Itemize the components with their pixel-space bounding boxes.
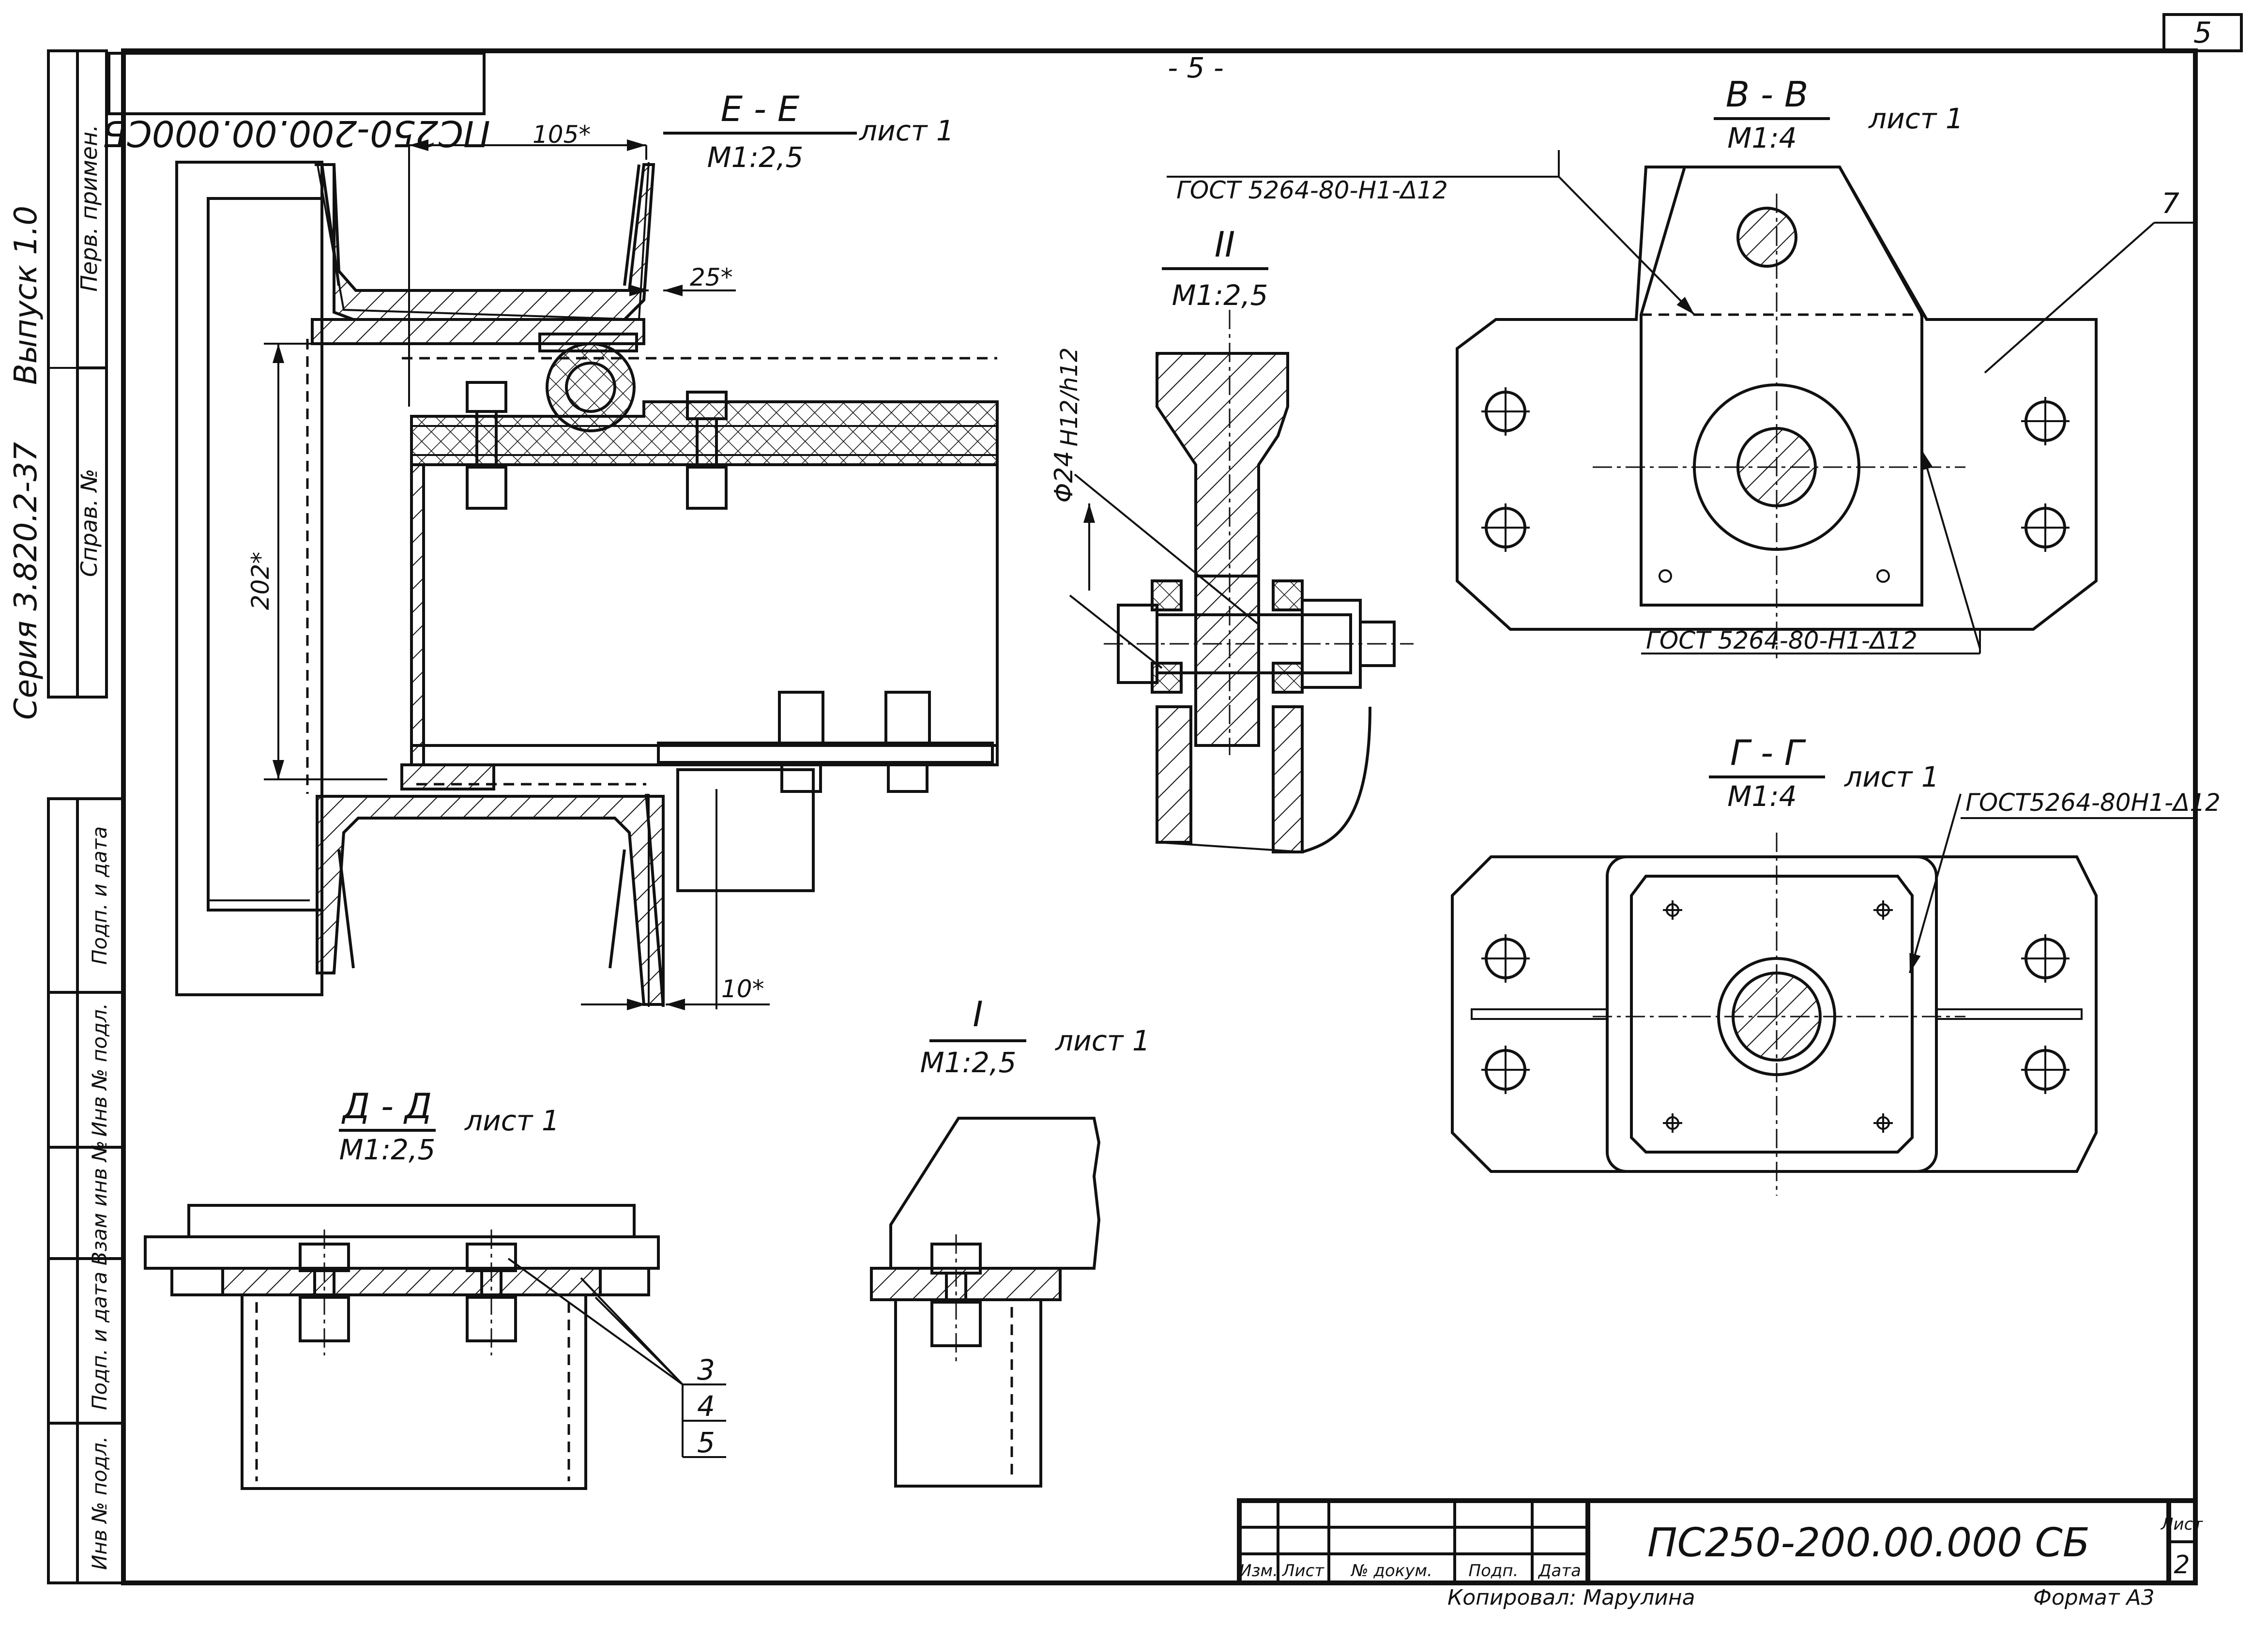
gg-scale: М1:4 [1727,780,1796,813]
tb-list-no: 2 [2174,1550,2190,1580]
left-margin-strip [47,49,125,1584]
page-mark: - 5 - [1168,51,1224,84]
tb-format: Формат А3 [2033,1585,2155,1610]
ee-scale: М1:2,5 [707,141,804,174]
gg-title: Г - Г [1730,732,1806,773]
vv-scale: М1:4 [1727,122,1796,154]
dd-pos-4: 4 [697,1390,715,1423]
i-title: I [973,994,983,1034]
gg-sheet: лист 1 [1844,760,1939,793]
dd-title: Д - Д [341,1086,432,1126]
tb-data: Дата [1537,1561,1581,1580]
podp-data2-label: Подп. и дата [88,1272,111,1410]
dd-sheet: лист 1 [464,1104,560,1137]
title-block [1237,1498,2198,1585]
ee-title: Е - Е [721,89,800,129]
inv-no-podl-label: Инв № подл. [88,1003,111,1137]
ee-dim-105: 105* [533,121,591,149]
tb-izm: Изм. [1239,1561,1278,1580]
vv-pos-7: 7 [2161,187,2179,220]
ii-fit: Н12/h12 [1056,348,1083,447]
vv-gost-top: ГОСТ 5264-80-Н1-Δ12 [1176,176,1448,204]
ii-scale: М1:2,5 [1172,279,1268,312]
tb-copied: Копировал: Марулина [1447,1585,1695,1610]
dd-pos-3: 3 [697,1353,715,1386]
ee-dim-25: 25* [690,263,733,291]
view-ii [1069,310,1414,853]
ee-sheet: лист 1 [859,114,954,147]
page-number: 5 [2193,16,2212,50]
sprav-no-label: Справ. № [76,469,102,577]
tb-list-label: Лист [2160,1515,2203,1534]
vv-title: В - В [1726,74,1809,115]
ii-dia: Φ24 [1050,451,1079,502]
vzam-inv-label: Взам инв № [88,1140,111,1265]
tb-list: Лист [1281,1561,1324,1580]
ee-dim-10: 10* [721,975,764,1003]
tb-doc-code: ПС250-200.00.000 СБ [1647,1520,2090,1566]
ee-dim-202: 202* [246,552,274,610]
doc-code-mirrored: ПС250-200.00.000СБ [102,112,490,154]
tb-podp: Подп. [1469,1561,1519,1580]
view-ee [175,139,999,1010]
view-vv [1167,150,2193,658]
doc-code-box [107,52,486,115]
seriya-label: Серия 3.820.2-37 [8,442,44,720]
inv-no-podl2-label: Инв № подл. [88,1436,111,1570]
gg-gost: ГОСТ5264-80Н1-Δ12 [1965,789,2221,817]
vv-sheet: лист 1 [1868,102,1964,135]
perv-primen-label: Перв. примен. [76,124,102,291]
view-gg [1451,793,2198,1196]
dd-pos-5: 5 [697,1426,715,1459]
tb-dokum: № докум. [1350,1561,1432,1580]
ii-title: II [1215,224,1235,265]
i-scale: М1:2,5 [920,1046,1017,1079]
i-sheet: лист 1 [1055,1024,1150,1057]
view-i [870,1117,1101,1488]
vypusk-label: Выпуск 1.0 [8,206,44,385]
vv-gost-bottom: ГОСТ 5264-80-Н1-Δ12 [1646,626,1918,654]
podp-data-label: Подп. и дата [88,826,111,965]
dd-scale: М1:2,5 [339,1133,436,1166]
view-dd [144,1204,726,1490]
